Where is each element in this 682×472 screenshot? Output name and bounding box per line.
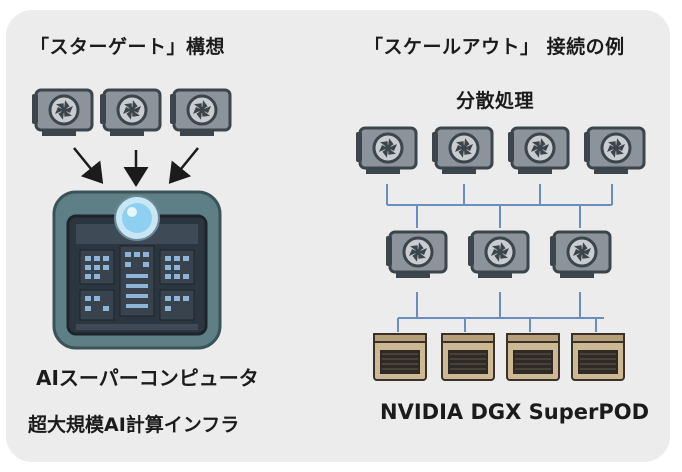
- arrow-down-icon: [73, 147, 104, 184]
- supercomputer-label: AIスーパーコンピュータ: [36, 366, 259, 390]
- gpu-card-icon: [356, 124, 418, 174]
- left-title: 「スターゲート」構想: [30, 36, 226, 58]
- gpu-card-icon: [584, 124, 646, 174]
- infra-label: 超大規模AI計算インフラ: [28, 414, 240, 436]
- gpu-card-icon: [468, 228, 530, 278]
- server-rack-icon: [570, 330, 625, 382]
- gpu-card-icon: [100, 86, 162, 136]
- ai-supercomputer-icon: [52, 190, 222, 350]
- server-rack-icon: [440, 330, 495, 382]
- right-title: 「スケールアウト」 接続の例: [364, 36, 625, 58]
- server-rack-icon: [372, 330, 427, 382]
- right-subtitle: 分散処理: [456, 90, 535, 112]
- gpu-card-icon: [550, 228, 612, 278]
- gpu-card-icon: [170, 86, 232, 136]
- server-rack-icon: [505, 330, 560, 382]
- gpu-card-icon: [32, 86, 94, 136]
- arrow-down-icon: [168, 147, 199, 184]
- gpu-card-icon: [508, 124, 570, 174]
- superpod-label: NVIDIA DGX SuperPOD: [380, 400, 650, 424]
- gpu-card-icon: [432, 124, 494, 174]
- gpu-card-icon: [386, 228, 448, 278]
